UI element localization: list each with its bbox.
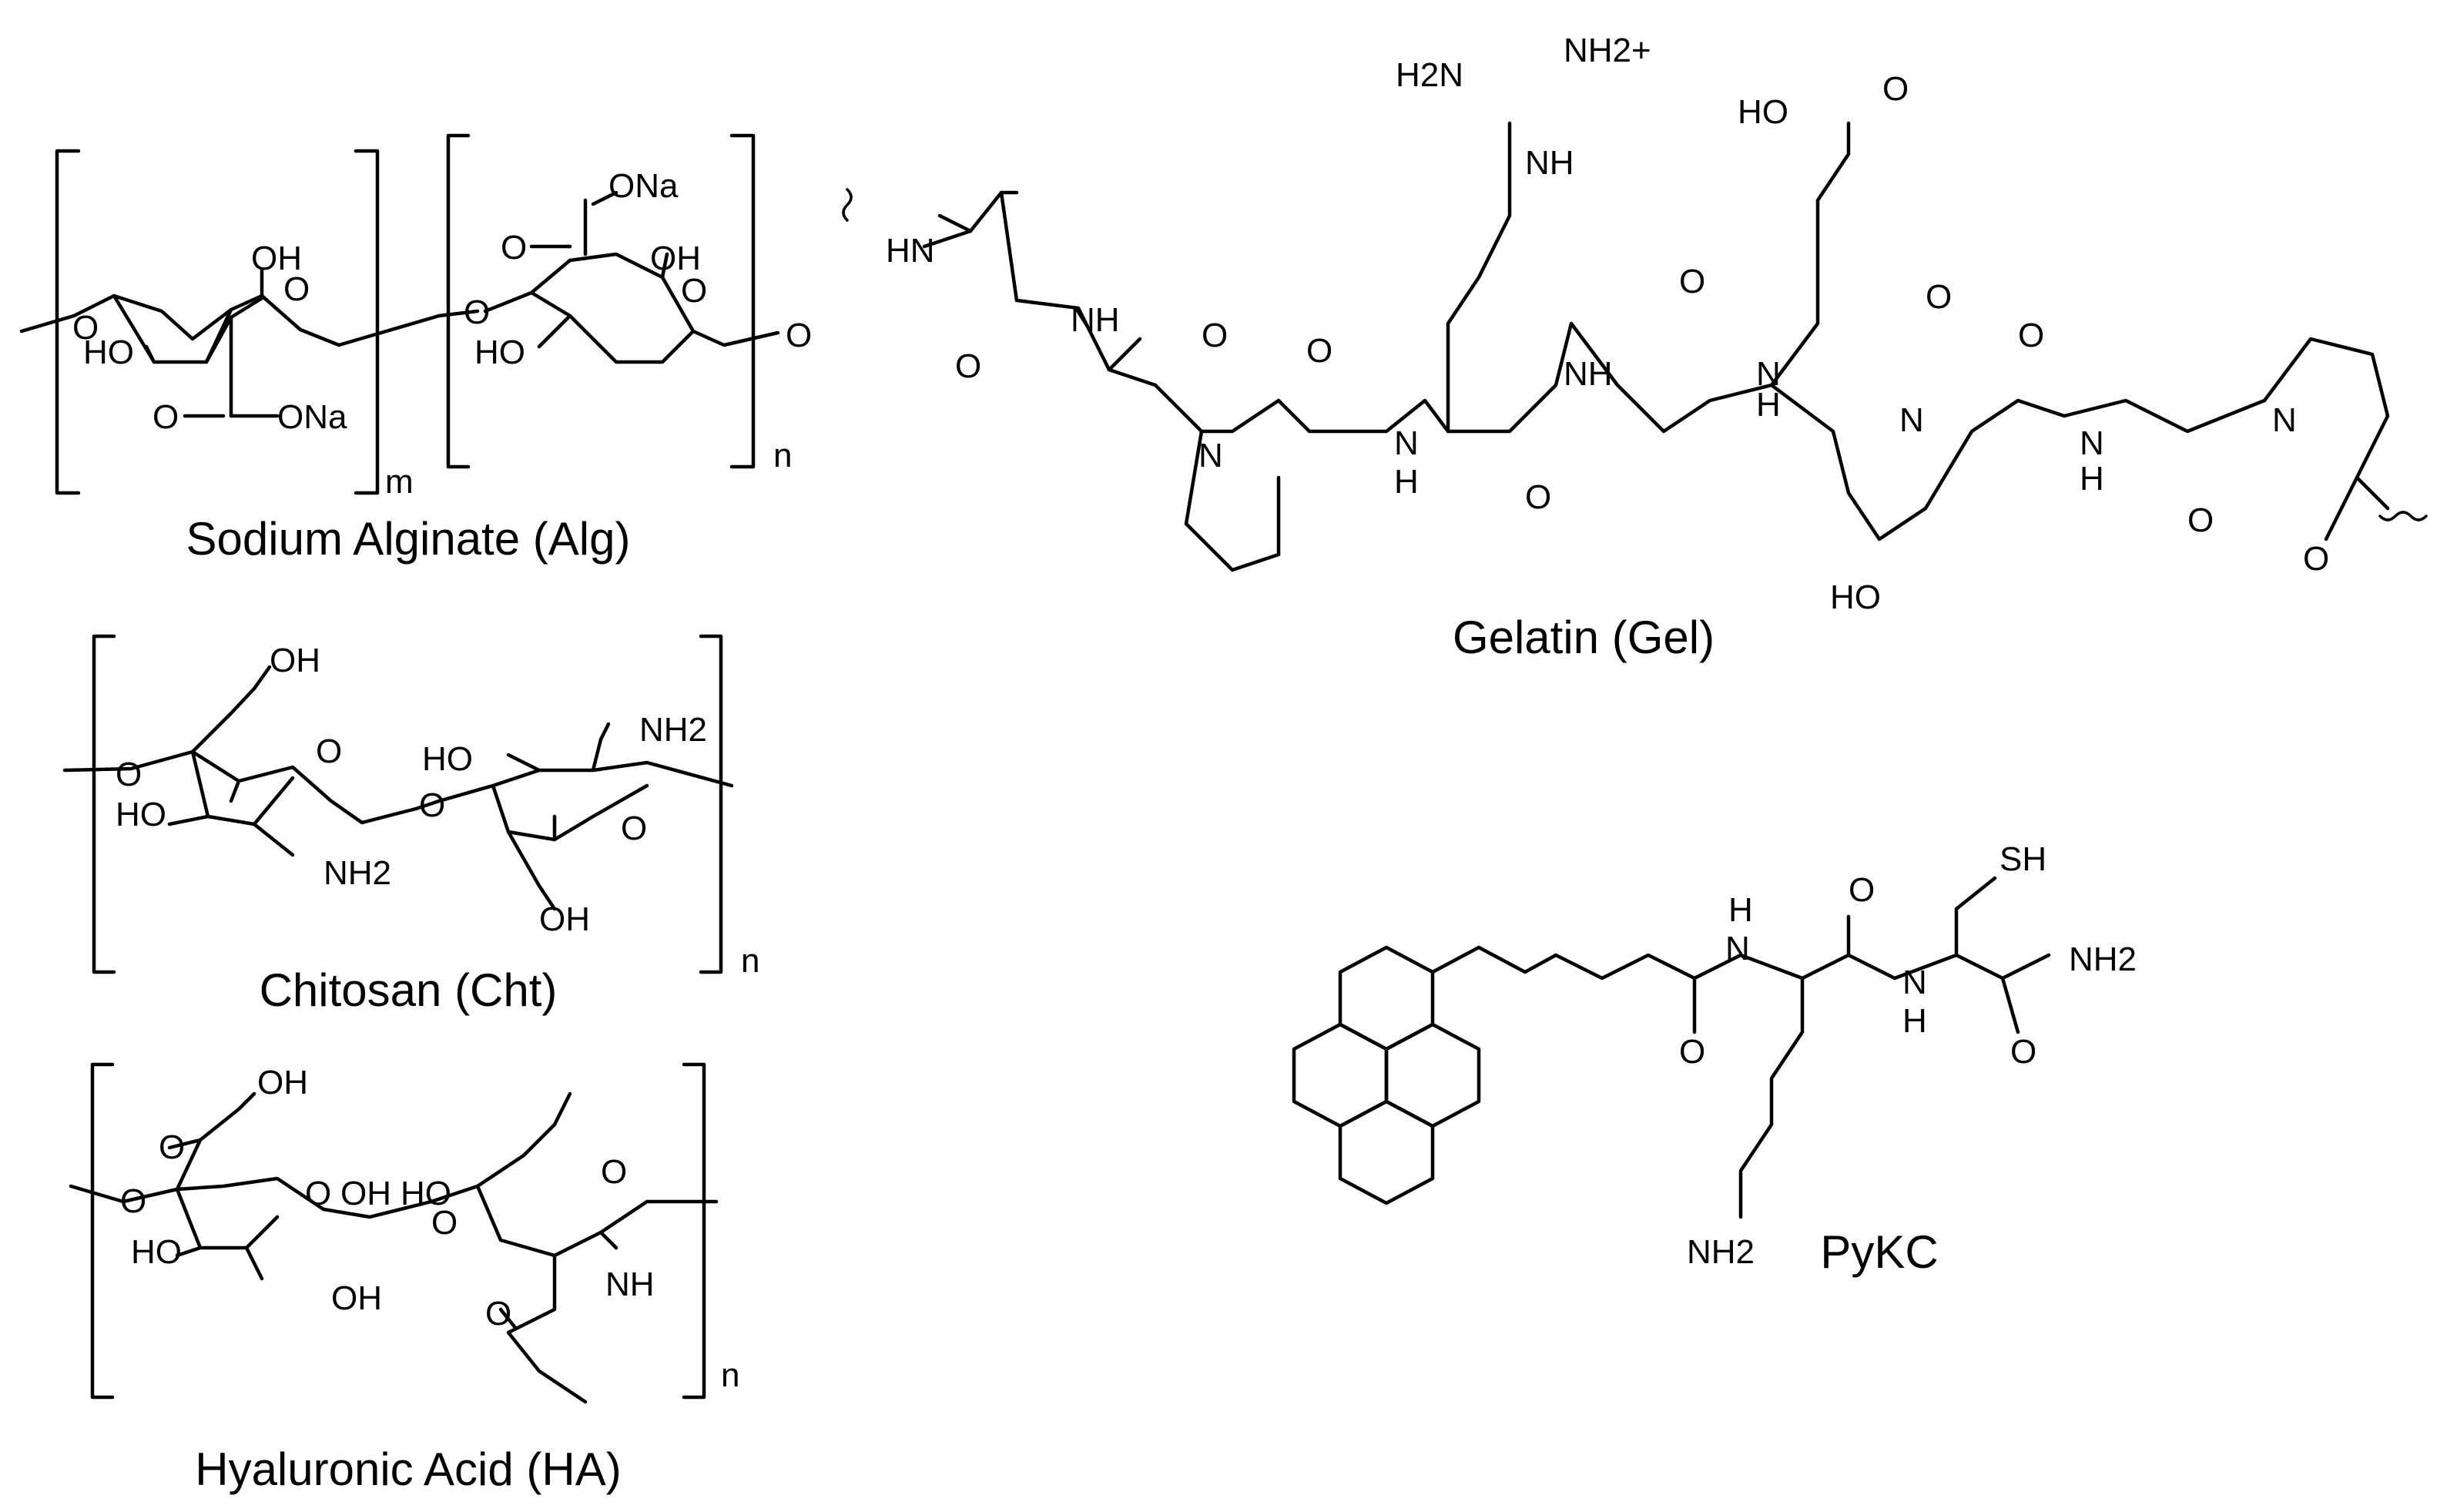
gelatin-label-11: O	[1525, 478, 1551, 516]
alginate-bracket-mid-right	[354, 149, 380, 495]
chitosan-structure: OH O O HO NH2 O HO NH2 O OH n Chitosan (…	[62, 634, 759, 1016]
gelatin-label-12: NH	[1564, 355, 1613, 393]
ha-label-1: O	[159, 1128, 185, 1166]
alginate-label-1: OH	[251, 240, 302, 277]
pykc-label-9: NH2	[2069, 940, 2137, 978]
ha-label-7: HO	[401, 1175, 451, 1212]
ha-subscript-n: n	[721, 1356, 739, 1394]
gelatin-structure: HN O NH O N O N H H2N NH2+ NH O NH O N H…	[842, 32, 2428, 663]
gelatin-label-21: HO	[1830, 578, 1881, 616]
alginate-label-10: O	[681, 272, 707, 310]
chitosan-subscript-n: n	[741, 942, 759, 980]
ha-label-0: OH	[257, 1064, 308, 1101]
gelatin-label-15: H	[1756, 386, 1781, 424]
alginate-subscript-n: n	[773, 437, 792, 474]
alginate-label-2: O	[283, 270, 310, 308]
ha-label-10: NH	[605, 1266, 655, 1303]
alginate-label-12: O	[786, 317, 812, 354]
pykc-label-3: O	[1849, 871, 1875, 909]
alginate-bracket-mid-left	[446, 133, 471, 469]
alginate-subscript-m: m	[385, 463, 414, 501]
gelatin-label-22: N	[2080, 424, 2104, 462]
gelatin-caption: Gelatin (Gel)	[1453, 612, 1715, 663]
pykc-label-8: O	[2010, 1033, 2036, 1071]
chitosan-label-8: O	[621, 810, 647, 847]
pykc-label-0: H	[1728, 891, 1753, 929]
alginate-structure: O OH O HO O ONa O ONa O OH O HO O m n So…	[19, 133, 812, 565]
ha-label-8: O	[431, 1204, 458, 1242]
gelatin-label-18: O	[1926, 278, 1952, 316]
alginate-label-11: HO	[474, 334, 525, 371]
gelatin-label-19: N	[1899, 401, 1924, 439]
chitosan-caption: Chitosan (Cht)	[260, 964, 558, 1016]
pykc-structure: H N O O N H SH NH2 O NH2 PyKC	[1292, 840, 2137, 1278]
chitosan-label-3: HO	[116, 796, 166, 833]
gelatin-label-3: O	[1202, 317, 1228, 354]
gelatin-label-14: N	[1756, 355, 1781, 393]
pykc-label-4: N	[1902, 964, 1927, 1001]
chitosan-label-5: O	[419, 786, 445, 824]
ha-label-5: OH	[331, 1279, 382, 1317]
chitosan-label-7: NH2	[639, 711, 707, 749]
gelatin-label-20: O	[2018, 317, 2044, 354]
gelatin-label-0: HN	[886, 232, 935, 270]
pykc-label-6: SH	[2000, 840, 2046, 878]
gelatin-label-26: O	[2303, 540, 2329, 578]
alginate-label-7: ONa	[608, 167, 679, 205]
pykc-label-1: N	[1725, 930, 1750, 967]
alginate-label-8: O	[501, 229, 527, 267]
ha-caption: Hyaluronic Acid (HA)	[195, 1443, 622, 1495]
gelatin-label-25: N	[2272, 401, 2297, 439]
gelatin-label-8: H2N	[1396, 56, 1463, 94]
chitosan-label-1: O	[316, 733, 342, 770]
ha-label-9: O	[601, 1153, 627, 1191]
alginate-label-5: ONa	[277, 398, 347, 436]
chitosan-label-9: OH	[539, 900, 590, 938]
ha-label-2: O	[120, 1182, 146, 1220]
gelatin-label-17: O	[1882, 70, 1909, 108]
ha-label-11: O	[485, 1295, 511, 1333]
alginate-label-9: OH	[650, 240, 701, 277]
gelatin-label-16: HO	[1738, 93, 1788, 131]
alginate-label-0: O	[72, 309, 99, 347]
alginate-label-3: HO	[83, 334, 134, 371]
gelatin-label-2: NH	[1071, 301, 1120, 339]
alginate-caption: Sodium Alginate (Alg)	[186, 513, 631, 565]
chitosan-label-6: HO	[422, 740, 473, 778]
ha-label-3: O	[305, 1175, 331, 1212]
pykc-caption: PyKC	[1820, 1226, 1938, 1278]
chitosan-label-0: OH	[270, 642, 320, 679]
chitosan-label-2: O	[116, 756, 142, 793]
pykc-label-2: O	[1679, 1033, 1705, 1071]
ha-label-4: HO	[131, 1233, 182, 1271]
ha-label-6: OH	[340, 1175, 391, 1212]
chitosan-label-4: NH2	[323, 854, 391, 892]
gelatin-label-4: N	[1198, 437, 1223, 474]
pykc-label-7: NH2	[1687, 1233, 1755, 1271]
gelatin-label-24: O	[2187, 501, 2214, 539]
hyaluronic-structure: OH O O O HO OH OH HO O O NH O n Hyaluron…	[69, 1062, 739, 1495]
alginate-label-4: O	[153, 398, 179, 436]
gelatin-label-6: N	[1394, 424, 1419, 462]
gelatin-label-23: H	[2080, 460, 2104, 498]
pykc-label-5: H	[1902, 1002, 1927, 1040]
gelatin-label-10: NH	[1525, 144, 1574, 182]
alginate-label-6: O	[464, 293, 490, 331]
gelatin-label-1: O	[955, 347, 981, 385]
gelatin-label-7: H	[1394, 463, 1419, 501]
gelatin-label-13: O	[1679, 263, 1705, 300]
gelatin-label-5: O	[1306, 332, 1332, 370]
alginate-bracket-right	[729, 133, 756, 469]
gelatin-label-9: NH2+	[1564, 32, 1651, 69]
